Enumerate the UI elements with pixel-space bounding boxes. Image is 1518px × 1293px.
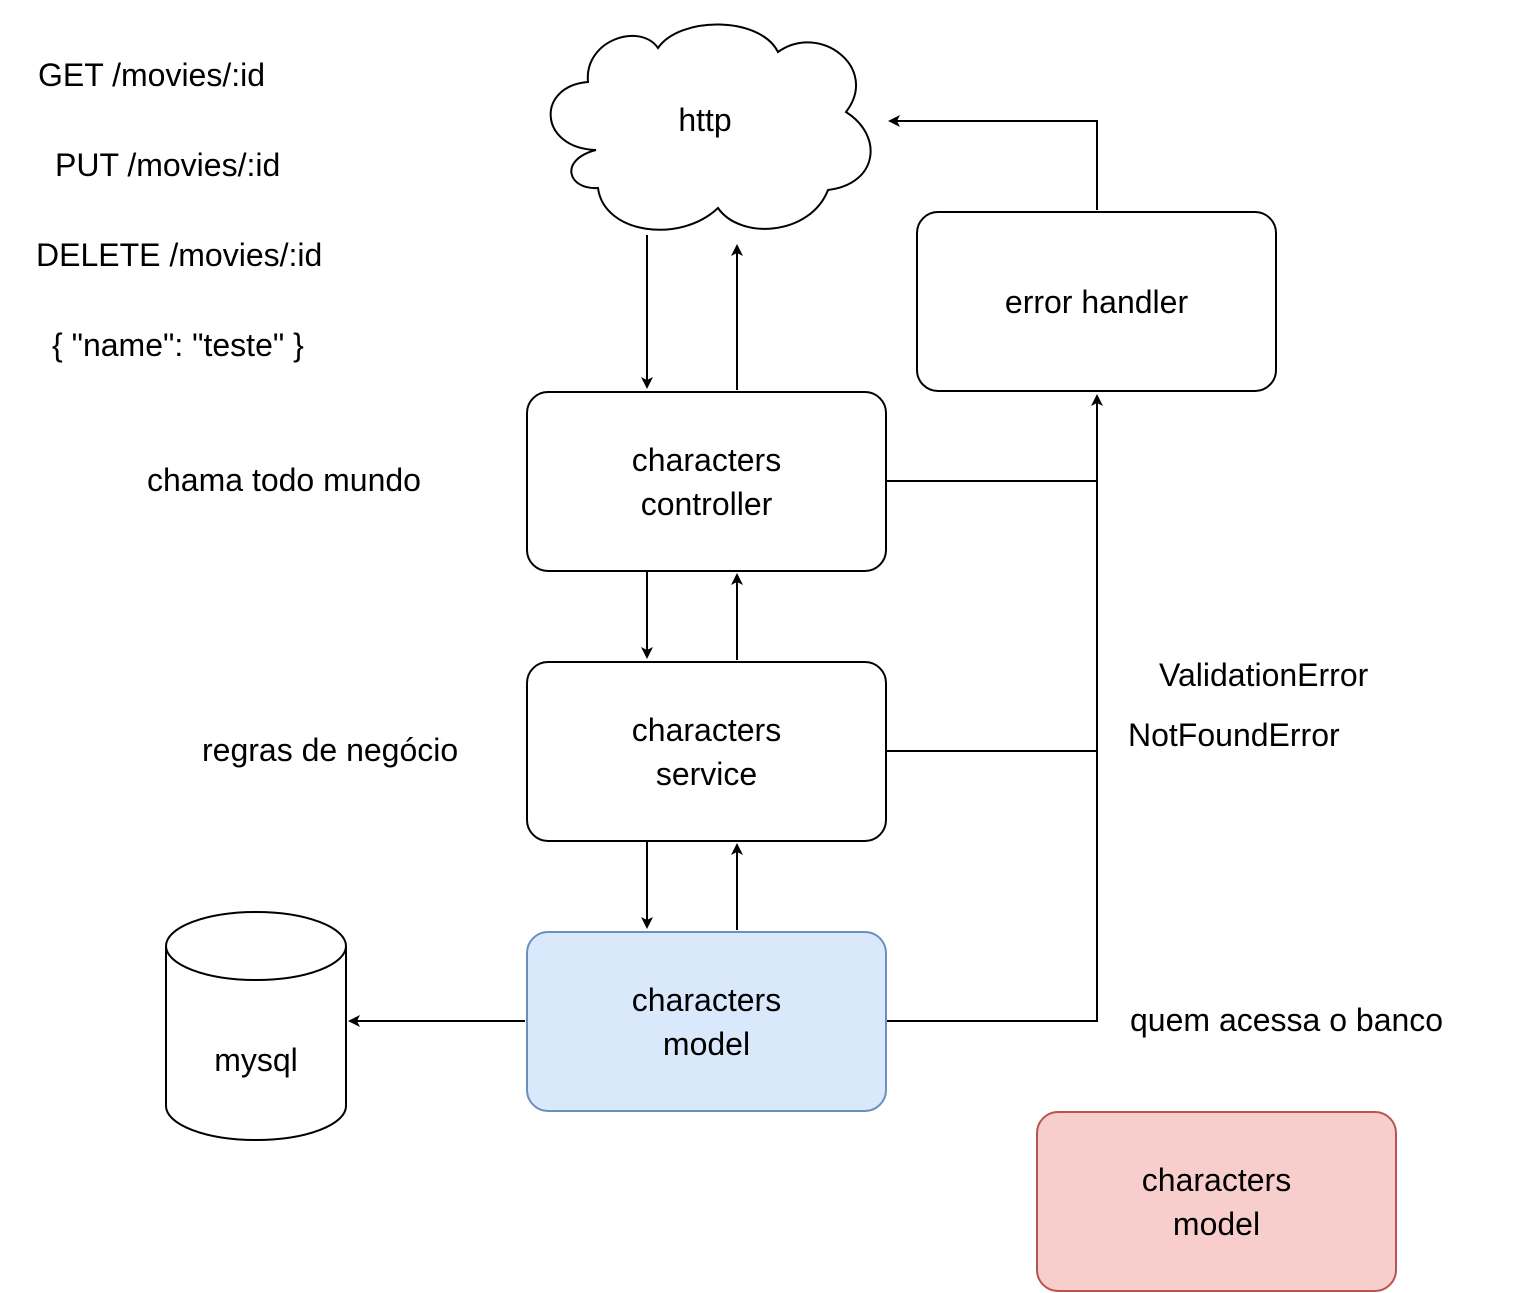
mysql-label: mysql: [214, 1042, 298, 1078]
characters-model-node[interactable]: characters model: [526, 931, 887, 1112]
controller-note: chama todo mundo: [147, 462, 421, 498]
error-handler-label: error handler: [1004, 283, 1189, 320]
model-note: quem acessa o banco: [1130, 1002, 1444, 1038]
route-delete: DELETE /movies/:id: [36, 237, 323, 273]
arrow-model-to-error-handler: [887, 394, 1103, 1022]
service-label-line2: service: [655, 755, 758, 792]
model-copy-label-line1: characters: [1141, 1161, 1292, 1198]
http-label: http: [678, 102, 732, 138]
route-get: GET /movies/:id: [38, 57, 266, 93]
characters-controller-node[interactable]: characters controller: [526, 391, 887, 572]
notfound-error-label: NotFoundError: [1128, 717, 1340, 753]
service-label-line1: characters: [631, 711, 782, 748]
characters-service-node[interactable]: characters service: [526, 661, 887, 842]
mysql-database-shape[interactable]: [165, 911, 347, 1141]
model-label-line2: model: [662, 1025, 751, 1062]
error-handler-node[interactable]: error handler: [916, 211, 1277, 392]
json-body-example: { "name": "teste" }: [52, 327, 304, 363]
model-copy-label-line2: model: [1172, 1205, 1261, 1242]
route-put: PUT /movies/:id: [55, 147, 281, 183]
controller-label-line1: characters: [631, 441, 782, 478]
controller-label-line2: controller: [640, 485, 773, 522]
http-cloud-shape[interactable]: [549, 23, 872, 231]
validation-error-label: ValidationError: [1159, 657, 1369, 693]
arrow-error-handler-to-http: [888, 115, 1098, 210]
characters-model-copy-node[interactable]: characters model: [1036, 1111, 1397, 1292]
service-note: regras de negócio: [202, 732, 459, 768]
model-label-line1: characters: [631, 981, 782, 1018]
